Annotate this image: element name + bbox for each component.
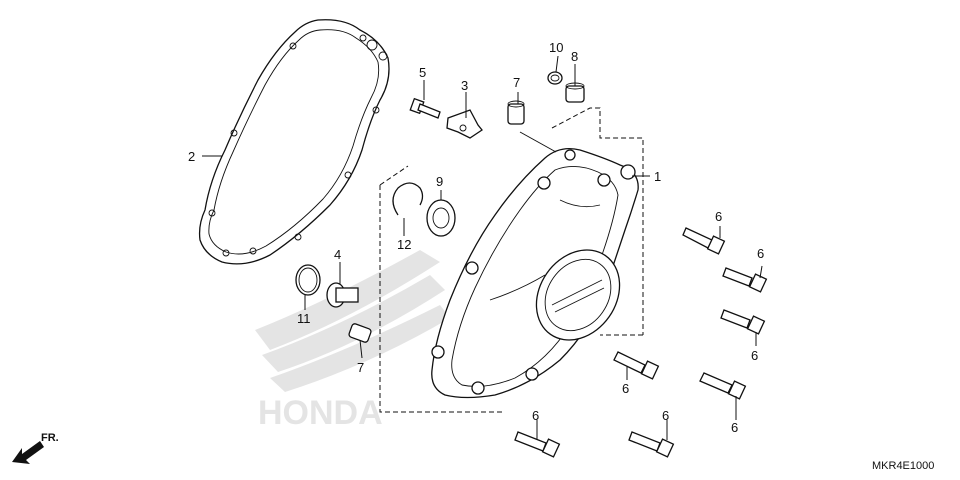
dowel-pin-7-lower — [348, 323, 372, 343]
bolt-6d — [613, 351, 660, 380]
callout-3: 3 — [461, 78, 468, 93]
flange-bolts-6 — [514, 227, 768, 458]
callout-6b: 6 — [757, 246, 764, 261]
callout-6c: 6 — [751, 348, 758, 363]
plug-4 — [326, 282, 359, 308]
callout-12: 12 — [397, 237, 411, 252]
watermark-text: HONDA — [258, 394, 383, 432]
front-label: FR. — [41, 432, 59, 444]
honda-wing-watermark: HONDA — [255, 250, 450, 432]
callout-6d: 6 — [622, 381, 629, 396]
bolt-6f — [514, 431, 561, 458]
callout-6a: 6 — [715, 209, 722, 224]
callout-6e: 6 — [731, 420, 738, 435]
callout-8: 8 — [571, 49, 578, 64]
front-arrow-icon — [12, 441, 44, 464]
bolt-6b — [722, 267, 768, 293]
callout-10: 10 — [549, 40, 563, 55]
diagram-code: MKR4E1000 — [872, 460, 934, 472]
bracket — [446, 109, 483, 139]
callout-7a: 7 — [513, 75, 520, 90]
dowel-pin-7-upper — [507, 100, 525, 125]
bolt-6c — [720, 309, 766, 335]
callout-7b: 7 — [357, 360, 364, 375]
bolt-6g — [628, 431, 675, 458]
front-direction-indicator: FR. — [12, 432, 59, 464]
leader-lines — [202, 55, 763, 440]
callout-9: 9 — [436, 174, 443, 189]
callout-5: 5 — [419, 65, 426, 80]
callout-2: 2 — [188, 149, 195, 164]
bolt-6a — [682, 227, 726, 255]
callouts: 1 2 3 4 5 6 6 6 6 6 6 6 7 7 8 9 10 11 12 — [188, 40, 764, 435]
oil-seal-9 — [426, 199, 456, 237]
callout-1: 1 — [654, 169, 661, 184]
snap-ring-12 — [392, 182, 424, 216]
gasket — [198, 19, 390, 265]
o-ring-10 — [547, 71, 563, 85]
assembly-outline — [379, 107, 644, 413]
bolt-6e — [699, 372, 747, 400]
bolt-5 — [409, 97, 441, 119]
callout-6f: 6 — [532, 408, 539, 423]
callout-4: 4 — [334, 247, 341, 262]
crankcase-cover — [431, 147, 639, 399]
o-ring-11 — [295, 264, 321, 296]
callout-6g: 6 — [662, 408, 669, 423]
callout-11: 11 — [297, 311, 311, 326]
